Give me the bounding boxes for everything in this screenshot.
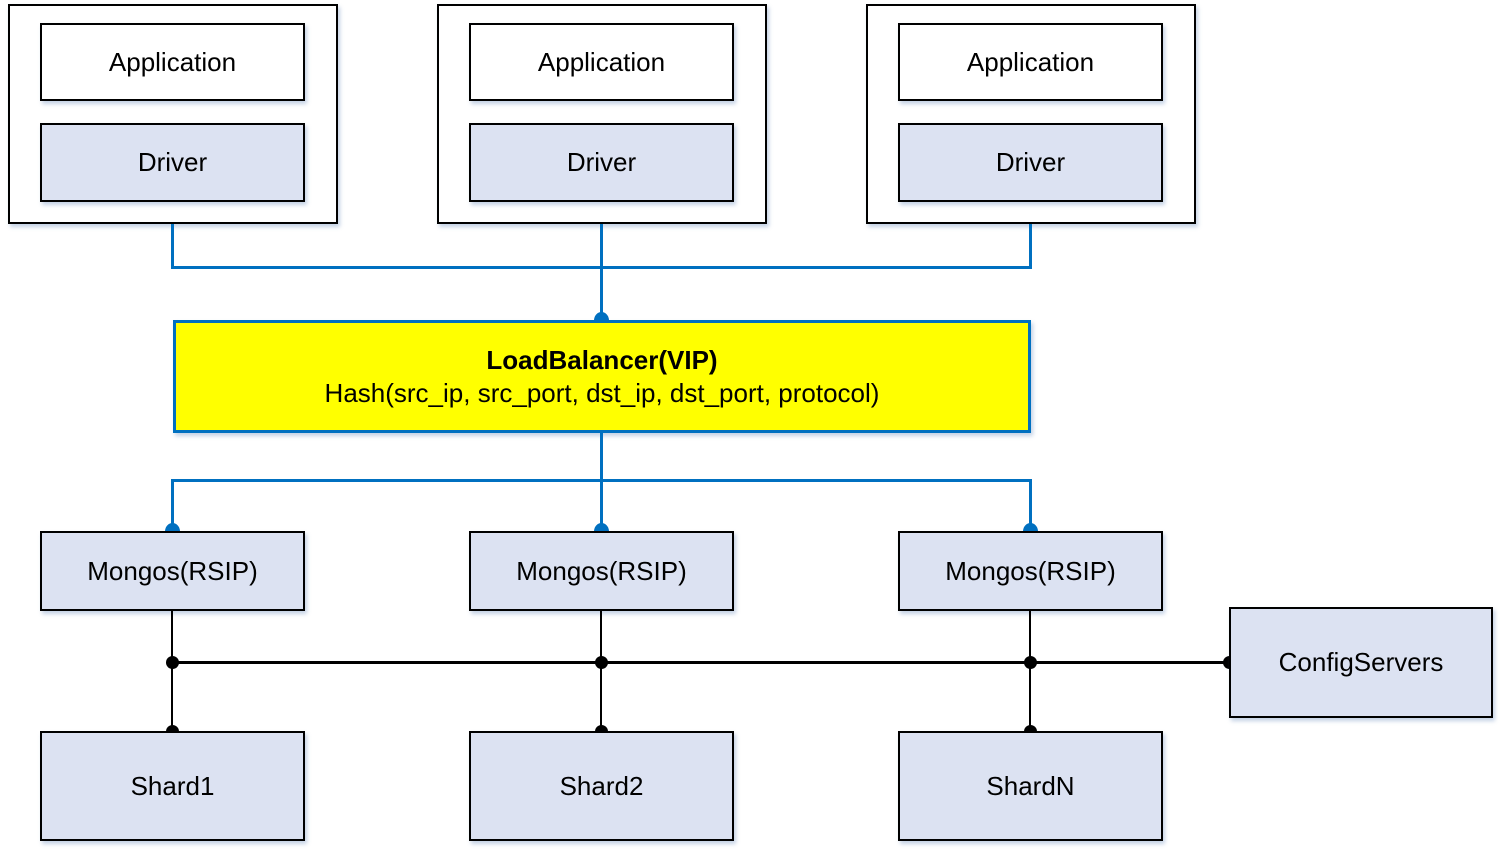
mongos-label: Mongos(RSIP): [945, 555, 1116, 586]
shard-label: Shard2: [559, 770, 644, 801]
junction-dot-bus-1: [166, 656, 179, 669]
shard-label: ShardN: [986, 770, 1075, 801]
mongos-label: Mongos(RSIP): [516, 555, 687, 586]
application-label: Application: [537, 46, 666, 77]
mongos-box-1: Mongos(RSIP): [40, 531, 305, 611]
connector-app2-to-lb: [600, 224, 603, 320]
junction-dot-bus-3: [1024, 656, 1037, 669]
application-box-2: Application: [469, 23, 734, 101]
driver-label: Driver: [995, 147, 1066, 177]
shard-box-1: Shard1: [40, 731, 305, 841]
mongos-box-3: Mongos(RSIP): [898, 531, 1163, 611]
driver-label: Driver: [566, 147, 637, 177]
connector-app3-down: [1029, 224, 1032, 269]
connector-mongos3-to-shardN: [1029, 611, 1031, 731]
connector-mongos1-to-shard1: [171, 611, 173, 731]
shard-box-2: Shard2: [469, 731, 734, 841]
load-balancer-box: LoadBalancer(VIP) Hash(src_ip, src_port,…: [173, 320, 1031, 433]
connector-config-bus: [172, 661, 1229, 664]
mongos-label: Mongos(RSIP): [87, 555, 258, 586]
application-box-3: Application: [898, 23, 1163, 101]
junction-dot-bus-2: [595, 656, 608, 669]
application-box-1: Application: [40, 23, 305, 101]
shard-label: Shard1: [130, 770, 215, 801]
connector-app1-down: [171, 224, 174, 269]
config-servers-label: ConfigServers: [1278, 647, 1444, 677]
driver-box-1: Driver: [40, 123, 305, 202]
connector-mongos2-to-shard2: [600, 611, 602, 731]
application-label: Application: [108, 46, 237, 77]
driver-label: Driver: [137, 147, 208, 177]
application-label: Application: [966, 46, 1095, 77]
load-balancer-title: LoadBalancer(VIP): [486, 345, 718, 375]
mongos-box-2: Mongos(RSIP): [469, 531, 734, 611]
driver-box-2: Driver: [469, 123, 734, 202]
config-servers-box: ConfigServers: [1229, 607, 1493, 718]
connector-mongos-horizontal: [171, 479, 1032, 482]
connector-lb-to-mongos2: [600, 433, 603, 531]
connector-mongos3-down: [1029, 481, 1032, 531]
driver-box-3: Driver: [898, 123, 1163, 202]
shard-box-3: ShardN: [898, 731, 1163, 841]
load-balancer-hash-line: Hash(src_ip, src_port, dst_ip, dst_port,…: [324, 377, 880, 408]
connector-mongos1-down: [171, 481, 174, 531]
